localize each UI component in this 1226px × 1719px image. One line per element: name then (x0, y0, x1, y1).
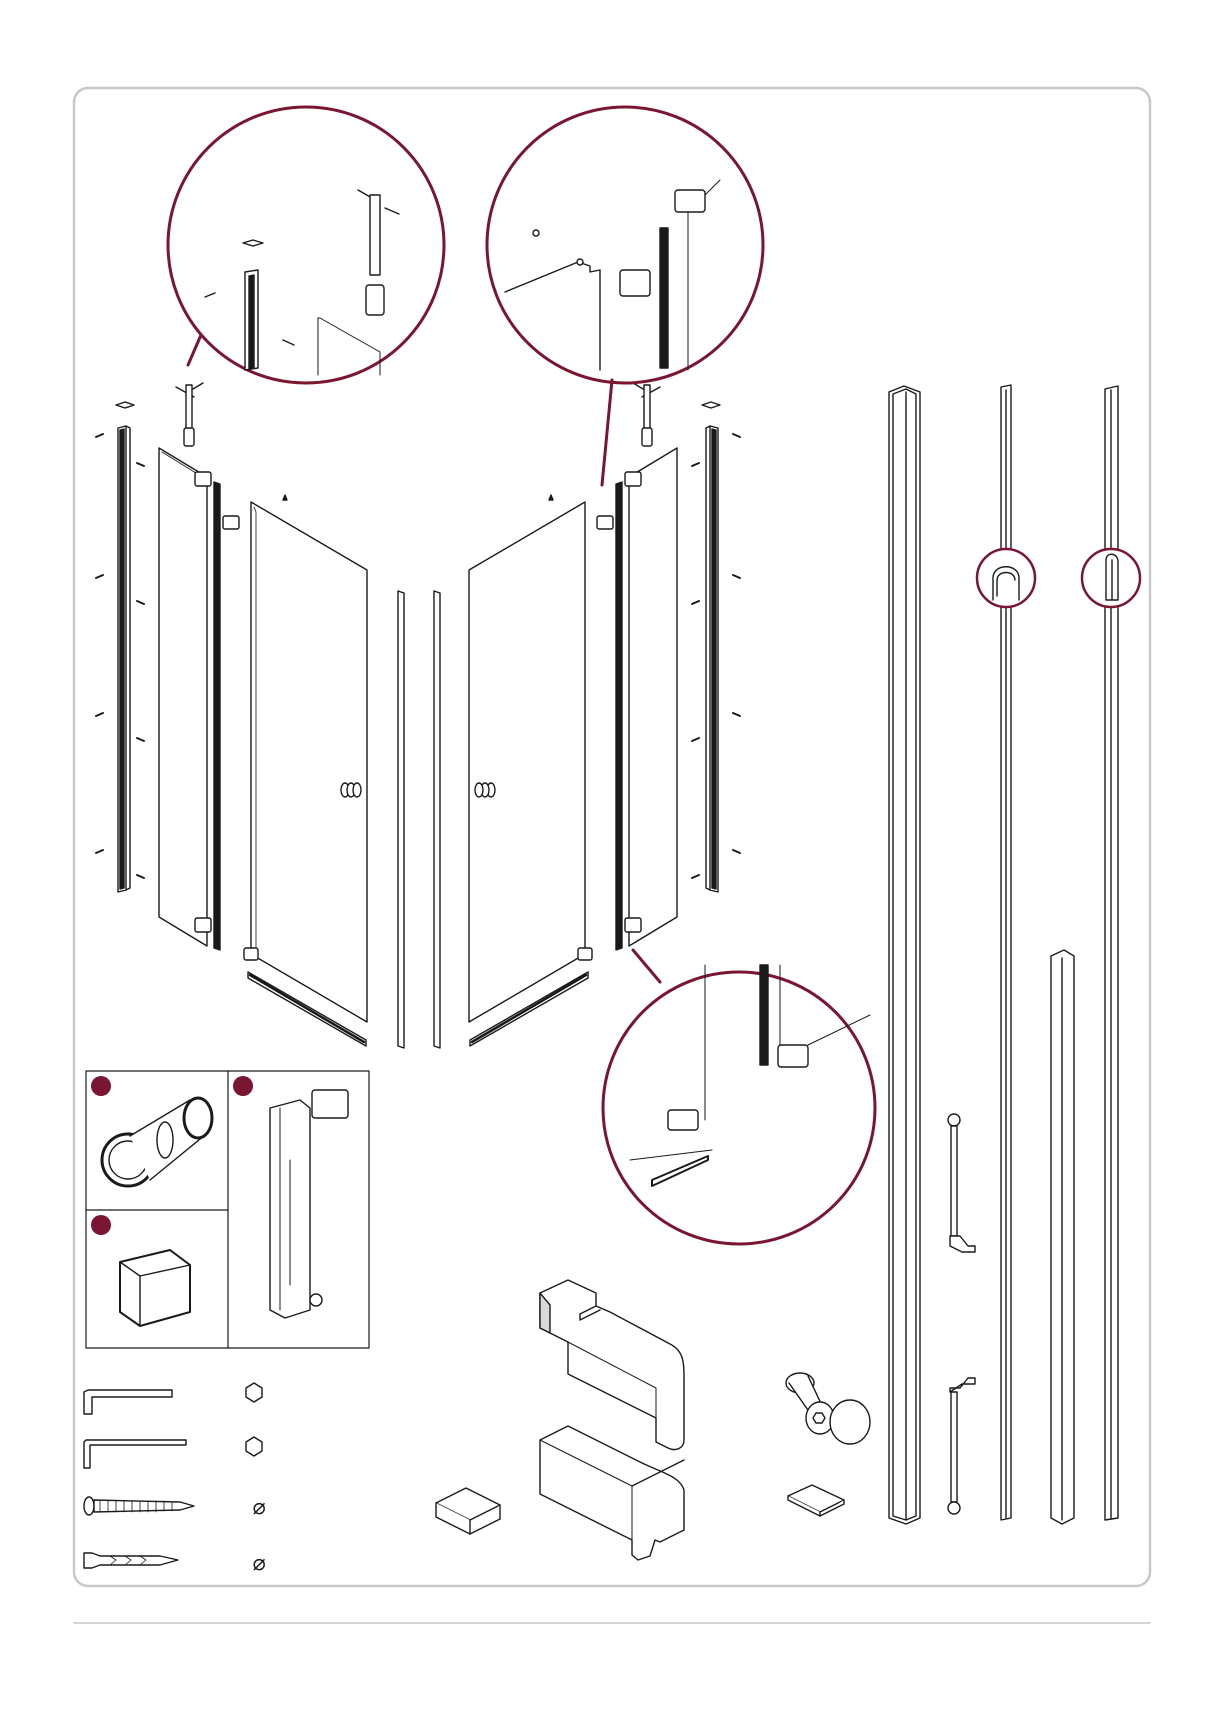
hinge-icon (540, 1280, 684, 1450)
right-assembly (469, 383, 740, 1046)
allen-key-icon (84, 1390, 172, 1414)
hardware-legend: ⌀ ⌀ (84, 1383, 266, 1576)
badge-handle (233, 1076, 253, 1096)
badge-knob (91, 1076, 111, 1096)
small-parts (436, 1280, 870, 1560)
left-assembly (96, 383, 440, 1048)
hinge-icon (540, 1426, 684, 1560)
door-panel-left (244, 495, 367, 1046)
seal-profile-icon (214, 482, 220, 950)
vertical-profiles (889, 385, 1140, 1524)
end-cap-icon (788, 1485, 844, 1516)
door-knob-icon (341, 783, 361, 797)
hinge-icon (223, 516, 239, 529)
bolt-icon (786, 1373, 870, 1444)
wall-plug-icon (84, 1553, 178, 1568)
allen-key-icon (84, 1440, 186, 1468)
stabilizer-bar-icon (948, 1114, 975, 1514)
end-cap-icon (120, 1250, 190, 1326)
wall-profile-icon (118, 426, 130, 892)
rubber-block-icon (436, 1488, 500, 1534)
center-strip-left (398, 591, 404, 1048)
top-cap-icon (116, 402, 134, 408)
hexagon-small (246, 1437, 262, 1456)
glass-panel-icon (159, 448, 211, 946)
diameter-symbol-screw: ⌀ (252, 1495, 266, 1520)
badge-cap (91, 1215, 111, 1235)
detail-panels (86, 1071, 369, 1348)
diameter-symbol-plug: ⌀ (252, 1551, 266, 1576)
center-strip-right (434, 591, 440, 1048)
stabilizer-bar-icon (176, 383, 203, 446)
hexagon-large (246, 1383, 262, 1402)
screw-icon (84, 1497, 194, 1515)
